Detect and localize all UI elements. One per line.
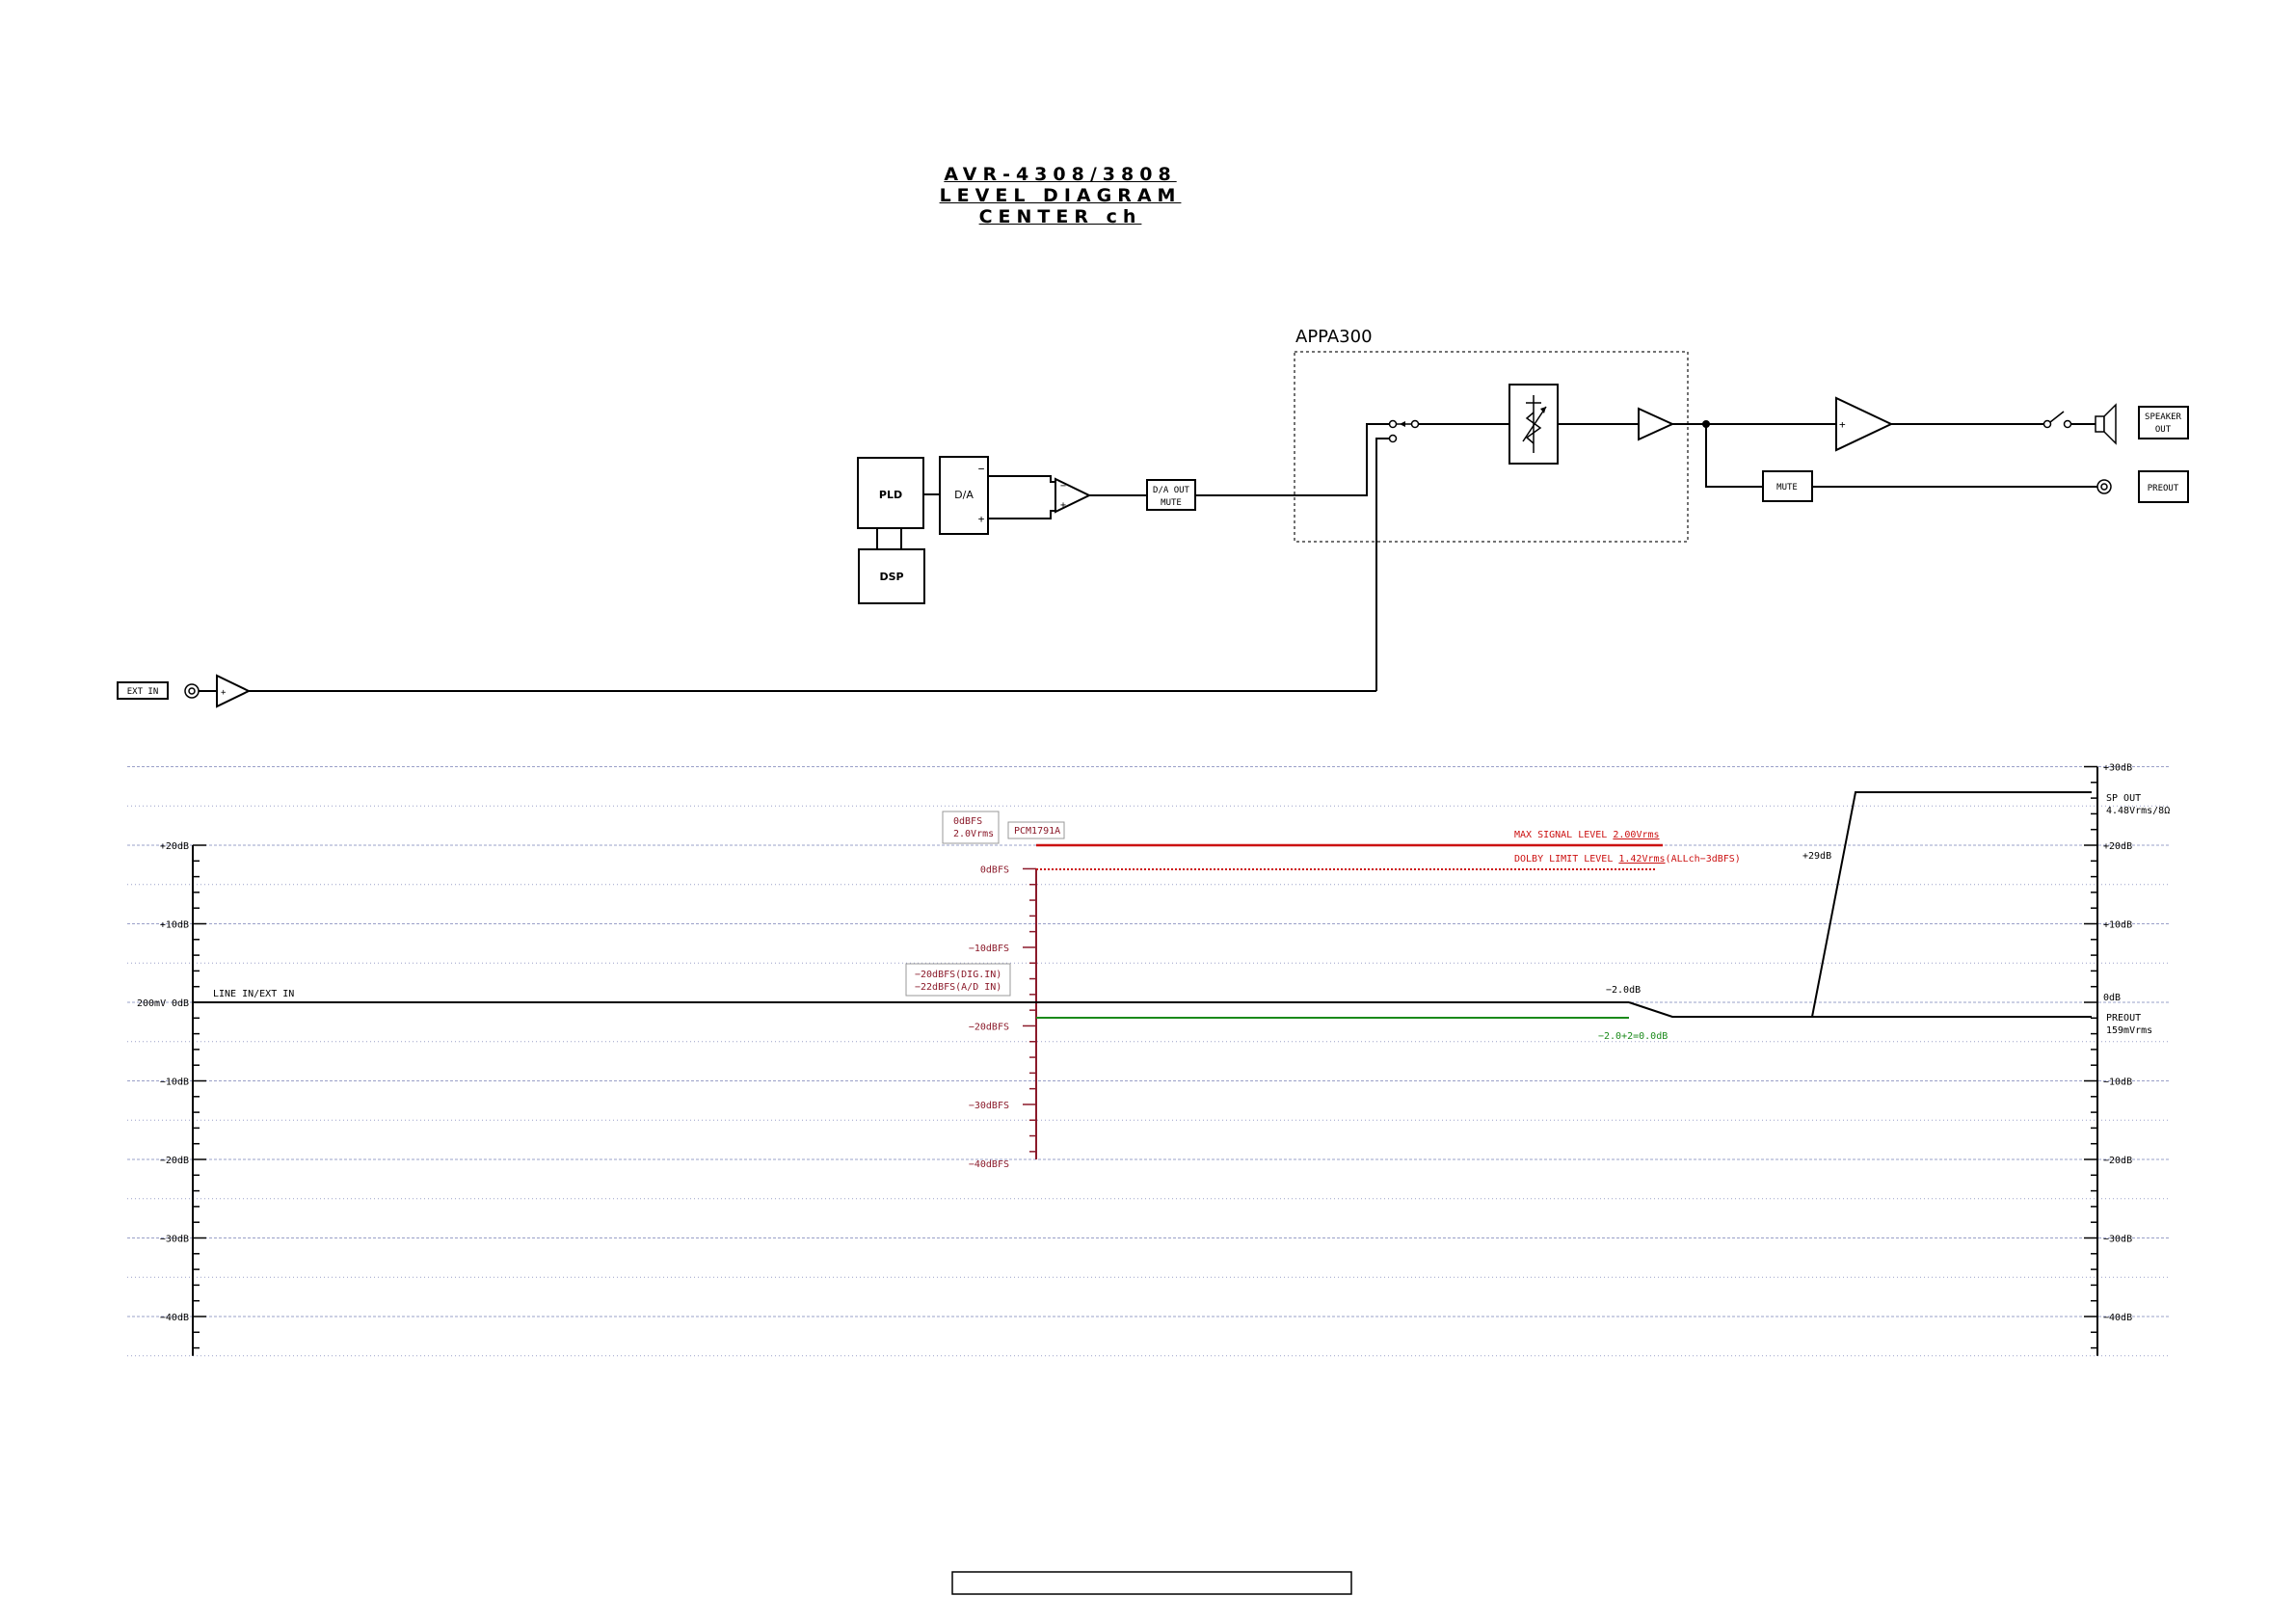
- minus2db-label: −2.0dB: [1606, 985, 1641, 996]
- level-grid: [127, 766, 2171, 1357]
- buffer-amp-icon: [1638, 407, 1675, 441]
- left-scale-label: −40dB: [160, 1313, 189, 1323]
- right-scale-label: −40dB: [2103, 1313, 2132, 1323]
- pld-label: PLD: [879, 489, 902, 501]
- ext-in-jack-icon: [184, 683, 200, 699]
- opamp-plus: +: [1060, 500, 1066, 511]
- speaker-out-box: [2138, 406, 2189, 439]
- dbfs-scale-label: −10dBFS: [969, 944, 1009, 954]
- da-out-mute-block: [1146, 479, 1196, 511]
- left-scale-label: −10dB: [160, 1078, 189, 1088]
- speaker-icon: [2095, 403, 2117, 445]
- opamp-icon: [1055, 477, 1092, 514]
- right-scale-label: +20dB: [2103, 841, 2132, 852]
- level-drop-line: [1628, 1001, 1812, 1018]
- plus29db-label: +29dB: [1802, 851, 1831, 862]
- da-minus: −: [978, 463, 985, 475]
- dig-in-label-1: −20dBFS(DIG.IN): [915, 970, 1001, 980]
- right-scale-label: −10dB: [2103, 1078, 2132, 1088]
- da-plus: +: [978, 513, 985, 525]
- preout-box-label: PREOUT: [2148, 484, 2179, 493]
- appa300-box: [1294, 351, 1689, 543]
- left-scale-label: −20dB: [160, 1156, 189, 1166]
- green-calc-label: −2.0+2=0.0dB: [1598, 1031, 1668, 1042]
- speaker-out-label-2: OUT: [2155, 425, 2172, 435]
- line-in-label: LINE IN/EXT IN: [213, 989, 294, 999]
- ext-in-box: [117, 681, 169, 700]
- title-line-3: CENTER ch: [978, 206, 1142, 227]
- left-db-scale: [192, 844, 206, 1356]
- left-scale-label: +20dB: [160, 841, 189, 852]
- dig-in-label-2: −22dBFS(A/D IN): [915, 982, 1001, 993]
- appa300-label: APPA300: [1295, 327, 1373, 347]
- left-scale-label: +10dB: [160, 920, 189, 931]
- power-amp-plus: +: [1839, 418, 1846, 431]
- left-scale-label: 0dB: [172, 998, 189, 1009]
- odbfs-box-label-1: 0dBFS: [953, 816, 982, 827]
- left-scale-label: −30dB: [160, 1235, 189, 1245]
- dbfs-scale-label: −30dBFS: [969, 1101, 1009, 1111]
- dbfs-scale-label: 0dBFS: [980, 865, 1009, 875]
- power-amp-icon: [1835, 396, 1894, 452]
- title-line-1: AVR-4308/3808: [944, 164, 1177, 185]
- right-db-scale: [2084, 765, 2098, 1356]
- dbfs-scale-label: −40dBFS: [969, 1159, 1009, 1170]
- pld-block: [857, 457, 924, 529]
- da-label: D/A: [954, 489, 974, 501]
- right-scale-label: 0dB: [2103, 993, 2121, 1003]
- ext-in-amp-icon: [216, 674, 252, 708]
- title-line-2: LEVEL DIAGRAM: [939, 185, 1182, 206]
- dbfs-scale: [1023, 867, 1037, 1159]
- pcm-box: [1007, 821, 1065, 839]
- right-scale-label: −20dB: [2103, 1156, 2132, 1166]
- max-signal-label: MAX SIGNAL LEVEL 2.00Vrms: [1514, 830, 1660, 840]
- selector-contact-2: [1388, 434, 1398, 443]
- relay-switch-icon: [2049, 411, 2065, 423]
- preout-box: [2138, 470, 2189, 503]
- da-out-mute-label-2: MUTE: [1161, 498, 1182, 508]
- preout-jack-icon: [2096, 479, 2112, 494]
- da-block: [939, 456, 989, 535]
- pcm-label: PCM1791A: [1014, 826, 1060, 837]
- selector-common: [1410, 419, 1420, 429]
- svg-text:+: +: [221, 688, 227, 698]
- preout-level-label-2: 159mVrms: [2106, 1025, 2152, 1036]
- speaker-out-label-1: SPEAKER: [2145, 412, 2182, 422]
- relay-contact-2: [2063, 419, 2072, 429]
- dig-in-box: [905, 963, 1011, 997]
- dsp-label: DSP: [879, 571, 903, 583]
- right-scale-label: −30dB: [2103, 1235, 2132, 1245]
- odbfs-box-label-2: 2.0Vrms: [953, 829, 994, 839]
- right-scale-label: +10dB: [2103, 920, 2132, 931]
- mute-label: MUTE: [1776, 483, 1798, 492]
- dsp-block: [858, 548, 925, 604]
- footer-box: [951, 1571, 1352, 1595]
- volume-icon: [1522, 395, 1547, 453]
- odbfs-box: [942, 811, 1000, 844]
- power-amp-gain-line: [1811, 791, 2092, 1018]
- sp-out-label-2: 4.48Vrms/8Ω: [2106, 806, 2170, 816]
- dolby-limit-label: DOLBY LIMIT LEVEL 1.42Vrms(ALLch−3dBFS): [1514, 854, 1741, 865]
- relay-contact-1: [2042, 419, 2052, 429]
- dbfs-scale-label: −20dBFS: [969, 1022, 1009, 1032]
- ext-in-label: EXT IN: [127, 687, 159, 697]
- ref-200mv-label: 200mV: [137, 998, 166, 1009]
- preout-level-label-1: PREOUT: [2106, 1013, 2141, 1024]
- opamp-minus: −: [1060, 481, 1066, 492]
- selector-contact-1: [1388, 419, 1398, 429]
- right-scale-label: +30dB: [2103, 763, 2132, 774]
- sp-out-label-1: SP OUT: [2106, 793, 2141, 804]
- da-out-mute-label-1: D/A OUT: [1153, 486, 1190, 495]
